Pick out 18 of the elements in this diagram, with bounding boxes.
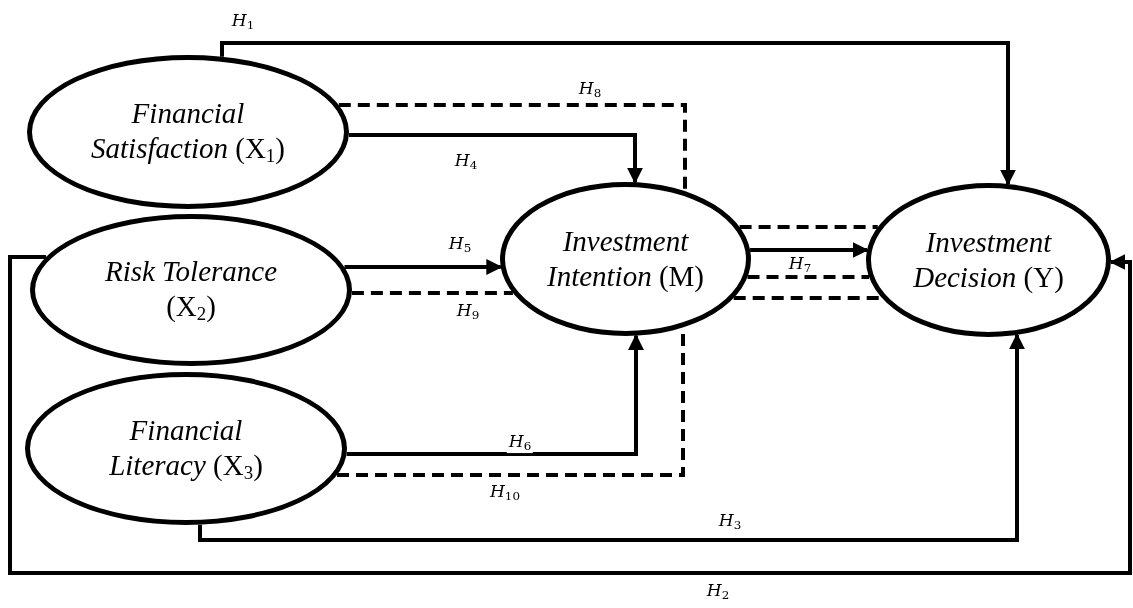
dashed-connector bbox=[747, 275, 869, 279]
edge-label: H$_{5}$ bbox=[446, 235, 474, 255]
edge-label: H$_{9}$ bbox=[454, 302, 482, 322]
edge-label: H$_{3}$ bbox=[716, 512, 744, 532]
edge-label: H$_{8}$ bbox=[576, 80, 604, 100]
arrow bbox=[750, 242, 869, 258]
edge-label: H$_{6}$ bbox=[506, 433, 534, 453]
node-label: Financial Satisfaction (X$_{1}$) bbox=[90, 96, 286, 168]
edge-label: H$_{4}$ bbox=[452, 152, 480, 172]
arrow bbox=[346, 334, 644, 456]
node-label: Investment Decision (Y) bbox=[912, 225, 1065, 295]
node-label: Risk Tolerance (X$_{2}$) bbox=[103, 254, 279, 326]
arrow bbox=[348, 133, 643, 184]
node-label: Investment Intention (M) bbox=[545, 224, 706, 294]
edge-label: H$_{7}$ bbox=[786, 255, 814, 275]
edge-label: H$_{10}$ bbox=[488, 483, 522, 503]
edge-label: H$_{2}$ bbox=[704, 582, 732, 602]
node-label: Financial Literacy (X$_{3}$) bbox=[108, 412, 264, 485]
